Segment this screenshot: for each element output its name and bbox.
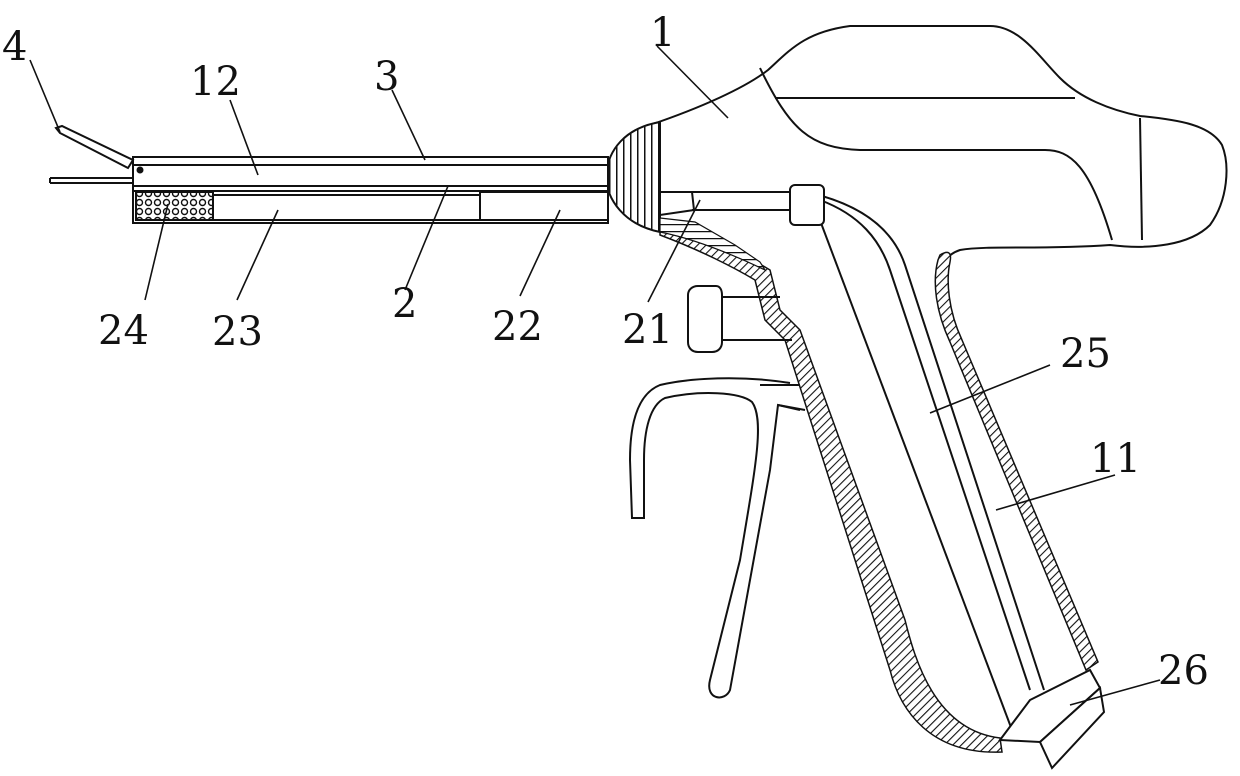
connector-block (790, 185, 824, 225)
label-23: 23 (212, 309, 263, 355)
tip-segment-24 (136, 192, 213, 220)
label-21: 21 (622, 307, 673, 353)
label-1: 1 (650, 10, 675, 56)
nose-cone (606, 122, 660, 232)
trigger (630, 378, 800, 697)
label-2: 2 (392, 281, 417, 327)
label-11: 11 (1090, 436, 1141, 482)
side-knob (688, 286, 722, 352)
label-25: 25 (1060, 331, 1111, 377)
label-22: 22 (492, 304, 543, 350)
label-3: 3 (374, 54, 399, 100)
label-26: 26 (1158, 648, 1209, 694)
push-block-22 (480, 192, 608, 220)
label-12: 12 (190, 59, 241, 105)
label-24: 24 (98, 308, 149, 354)
serrated-edge (660, 218, 765, 270)
leader-lines (30, 46, 1160, 705)
label-4: 4 (2, 24, 27, 70)
